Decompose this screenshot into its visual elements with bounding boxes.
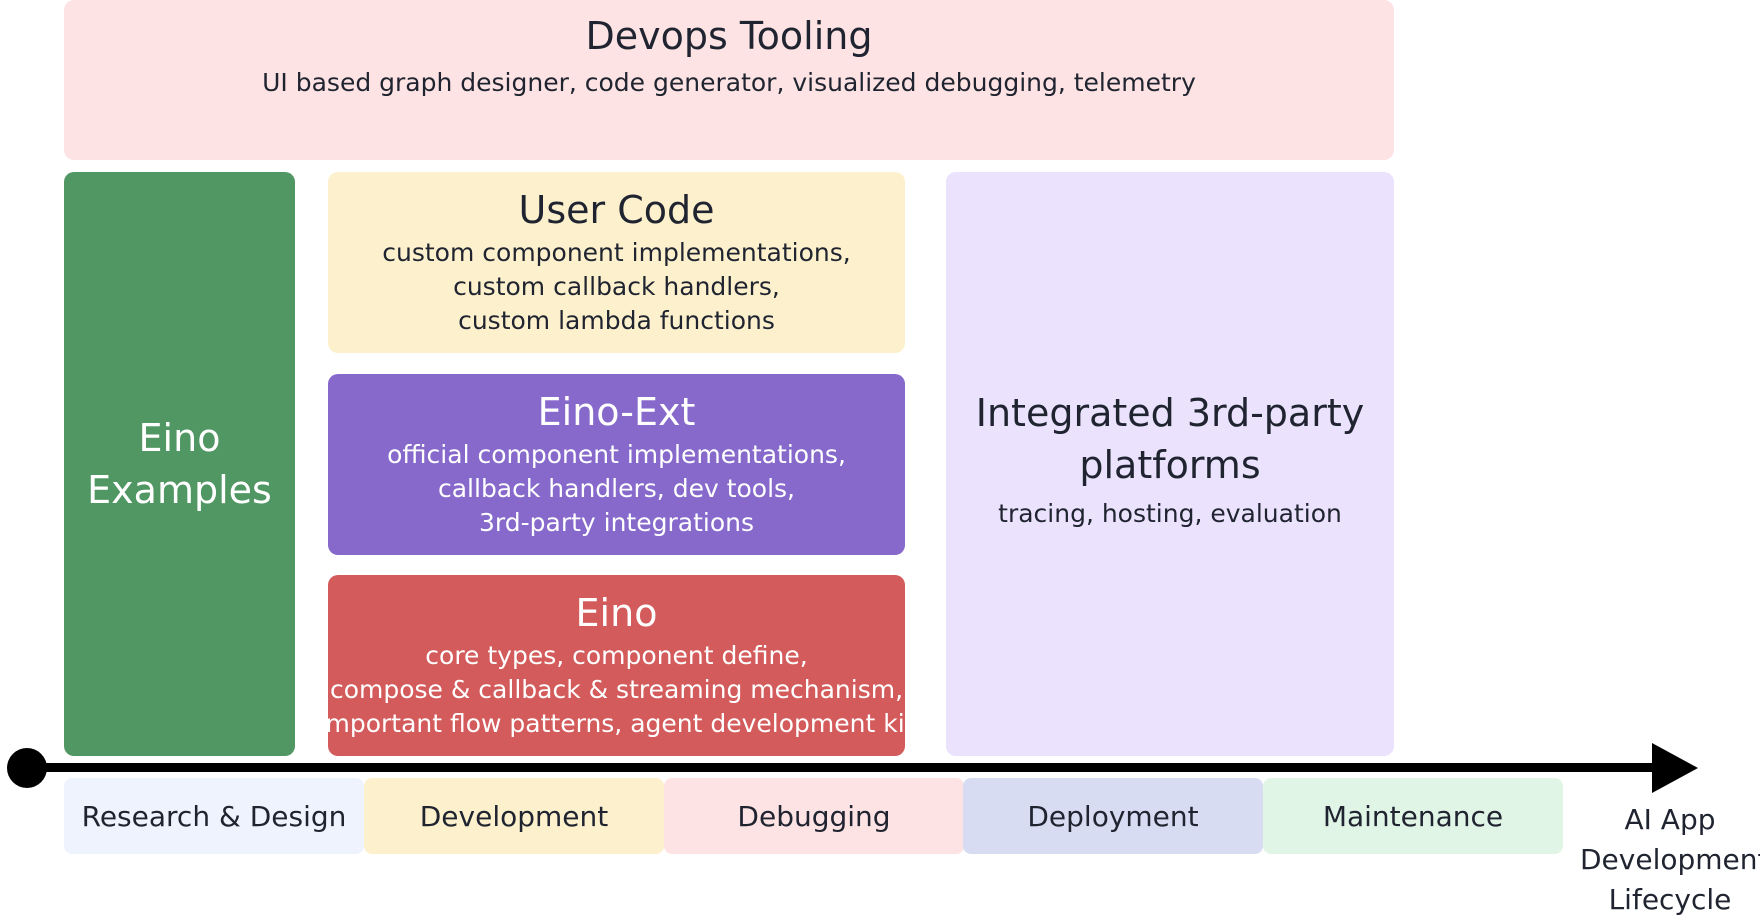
eino-core-line: core types, component define, xyxy=(425,640,808,670)
user-code-line: custom component implementations, xyxy=(382,237,851,267)
timeline-axis xyxy=(26,763,1656,772)
third-party-platforms-description: tracing, hosting, evaluation xyxy=(998,499,1342,528)
devops-tooling-description: UI based graph designer, code generator,… xyxy=(262,67,1196,97)
user-code-title: User Code xyxy=(518,188,715,232)
user-code-box: User Code custom component implementatio… xyxy=(328,172,905,353)
eino-ext-title: Eino-Ext xyxy=(537,390,696,434)
phase-debugging: Debugging xyxy=(664,778,964,854)
devops-tooling-title: Devops Tooling xyxy=(585,14,873,58)
third-party-platforms-box: Integrated 3rd-party platforms tracing, … xyxy=(946,172,1394,756)
eino-ext-box: Eino-Ext official component implementati… xyxy=(328,374,905,555)
eino-ext-line: official component implementations, xyxy=(387,439,846,469)
eino-examples-box: Eino Examples xyxy=(64,172,295,756)
eino-ext-line: callback handlers, dev tools, xyxy=(437,473,796,503)
phase-research-design: Research & Design xyxy=(64,778,364,854)
devops-tooling-box: Devops Tooling UI based graph designer, … xyxy=(64,0,1394,160)
eino-core-box: Eino core types, component define, compo… xyxy=(319,575,914,756)
lifecycle-label: AI App Development Lifecycle xyxy=(1580,803,1760,916)
eino-core-line: compose & callback & streaming mechanism… xyxy=(329,674,904,704)
timeline-arrow-icon xyxy=(1652,743,1698,793)
eino-examples-title: Eino Examples xyxy=(87,416,272,512)
user-code-line: custom lambda functions xyxy=(458,305,775,335)
phase-development: Development xyxy=(364,778,664,854)
eino-core-title: Eino xyxy=(575,591,658,635)
third-party-platforms-title: Integrated 3rd-party platforms xyxy=(975,391,1365,487)
eino-ext-line: 3rd-party integrations xyxy=(479,507,754,537)
timeline-start-dot xyxy=(7,748,47,788)
eino-core-line: important flow patterns, agent developme… xyxy=(318,708,915,738)
phase-maintenance: Maintenance xyxy=(1263,778,1563,854)
user-code-line: custom callback handlers, xyxy=(453,271,780,301)
phase-deployment: Deployment xyxy=(963,778,1263,854)
